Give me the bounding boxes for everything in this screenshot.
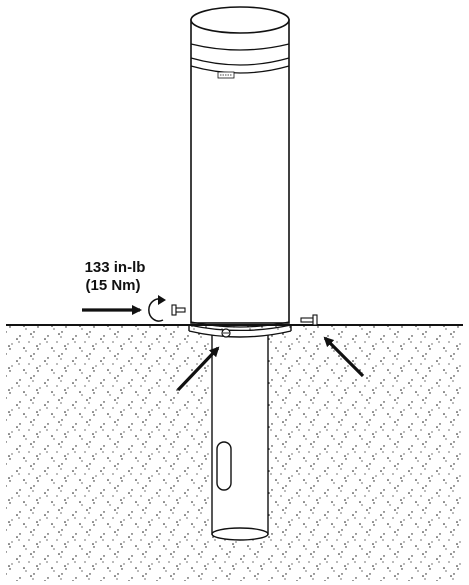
set-screw-head-left bbox=[171, 304, 177, 316]
mounting-post bbox=[211, 331, 269, 541]
arrow-to-screw-right bbox=[323, 336, 365, 378]
set-screw-head-right bbox=[312, 314, 318, 326]
lens-top-edge bbox=[190, 57, 290, 66]
bollard-top-cap bbox=[190, 6, 290, 34]
set-screw-shank-left bbox=[175, 307, 186, 313]
torque-metric: (15 Nm) bbox=[85, 277, 140, 294]
arrow-to-base-screw bbox=[176, 346, 220, 392]
pointer-arrows bbox=[82, 305, 365, 392]
set-screw-icon bbox=[171, 304, 186, 316]
mounting-post-bottom bbox=[211, 527, 269, 541]
rotation-arrowhead bbox=[158, 295, 166, 305]
clockwise-rotation-arrow-icon bbox=[148, 295, 166, 322]
torque-imperial: 133 in-lb bbox=[85, 259, 146, 276]
wire-access-slot bbox=[216, 441, 232, 491]
base-ring-lower bbox=[188, 330, 292, 338]
base-ring-upper bbox=[188, 324, 292, 332]
housing-bottom-edge bbox=[190, 321, 290, 328]
lens-bottom-edge bbox=[190, 65, 290, 74]
set-screw-right-icon bbox=[300, 314, 318, 326]
set-screw-shank-right bbox=[300, 317, 314, 323]
base-ring bbox=[188, 324, 292, 338]
cap-band-edge bbox=[190, 43, 290, 51]
mounting-post-body bbox=[211, 331, 269, 535]
bollard-housing bbox=[190, 6, 290, 328]
torque-annotation: 133 in-lb (15 Nm) bbox=[85, 259, 146, 294]
